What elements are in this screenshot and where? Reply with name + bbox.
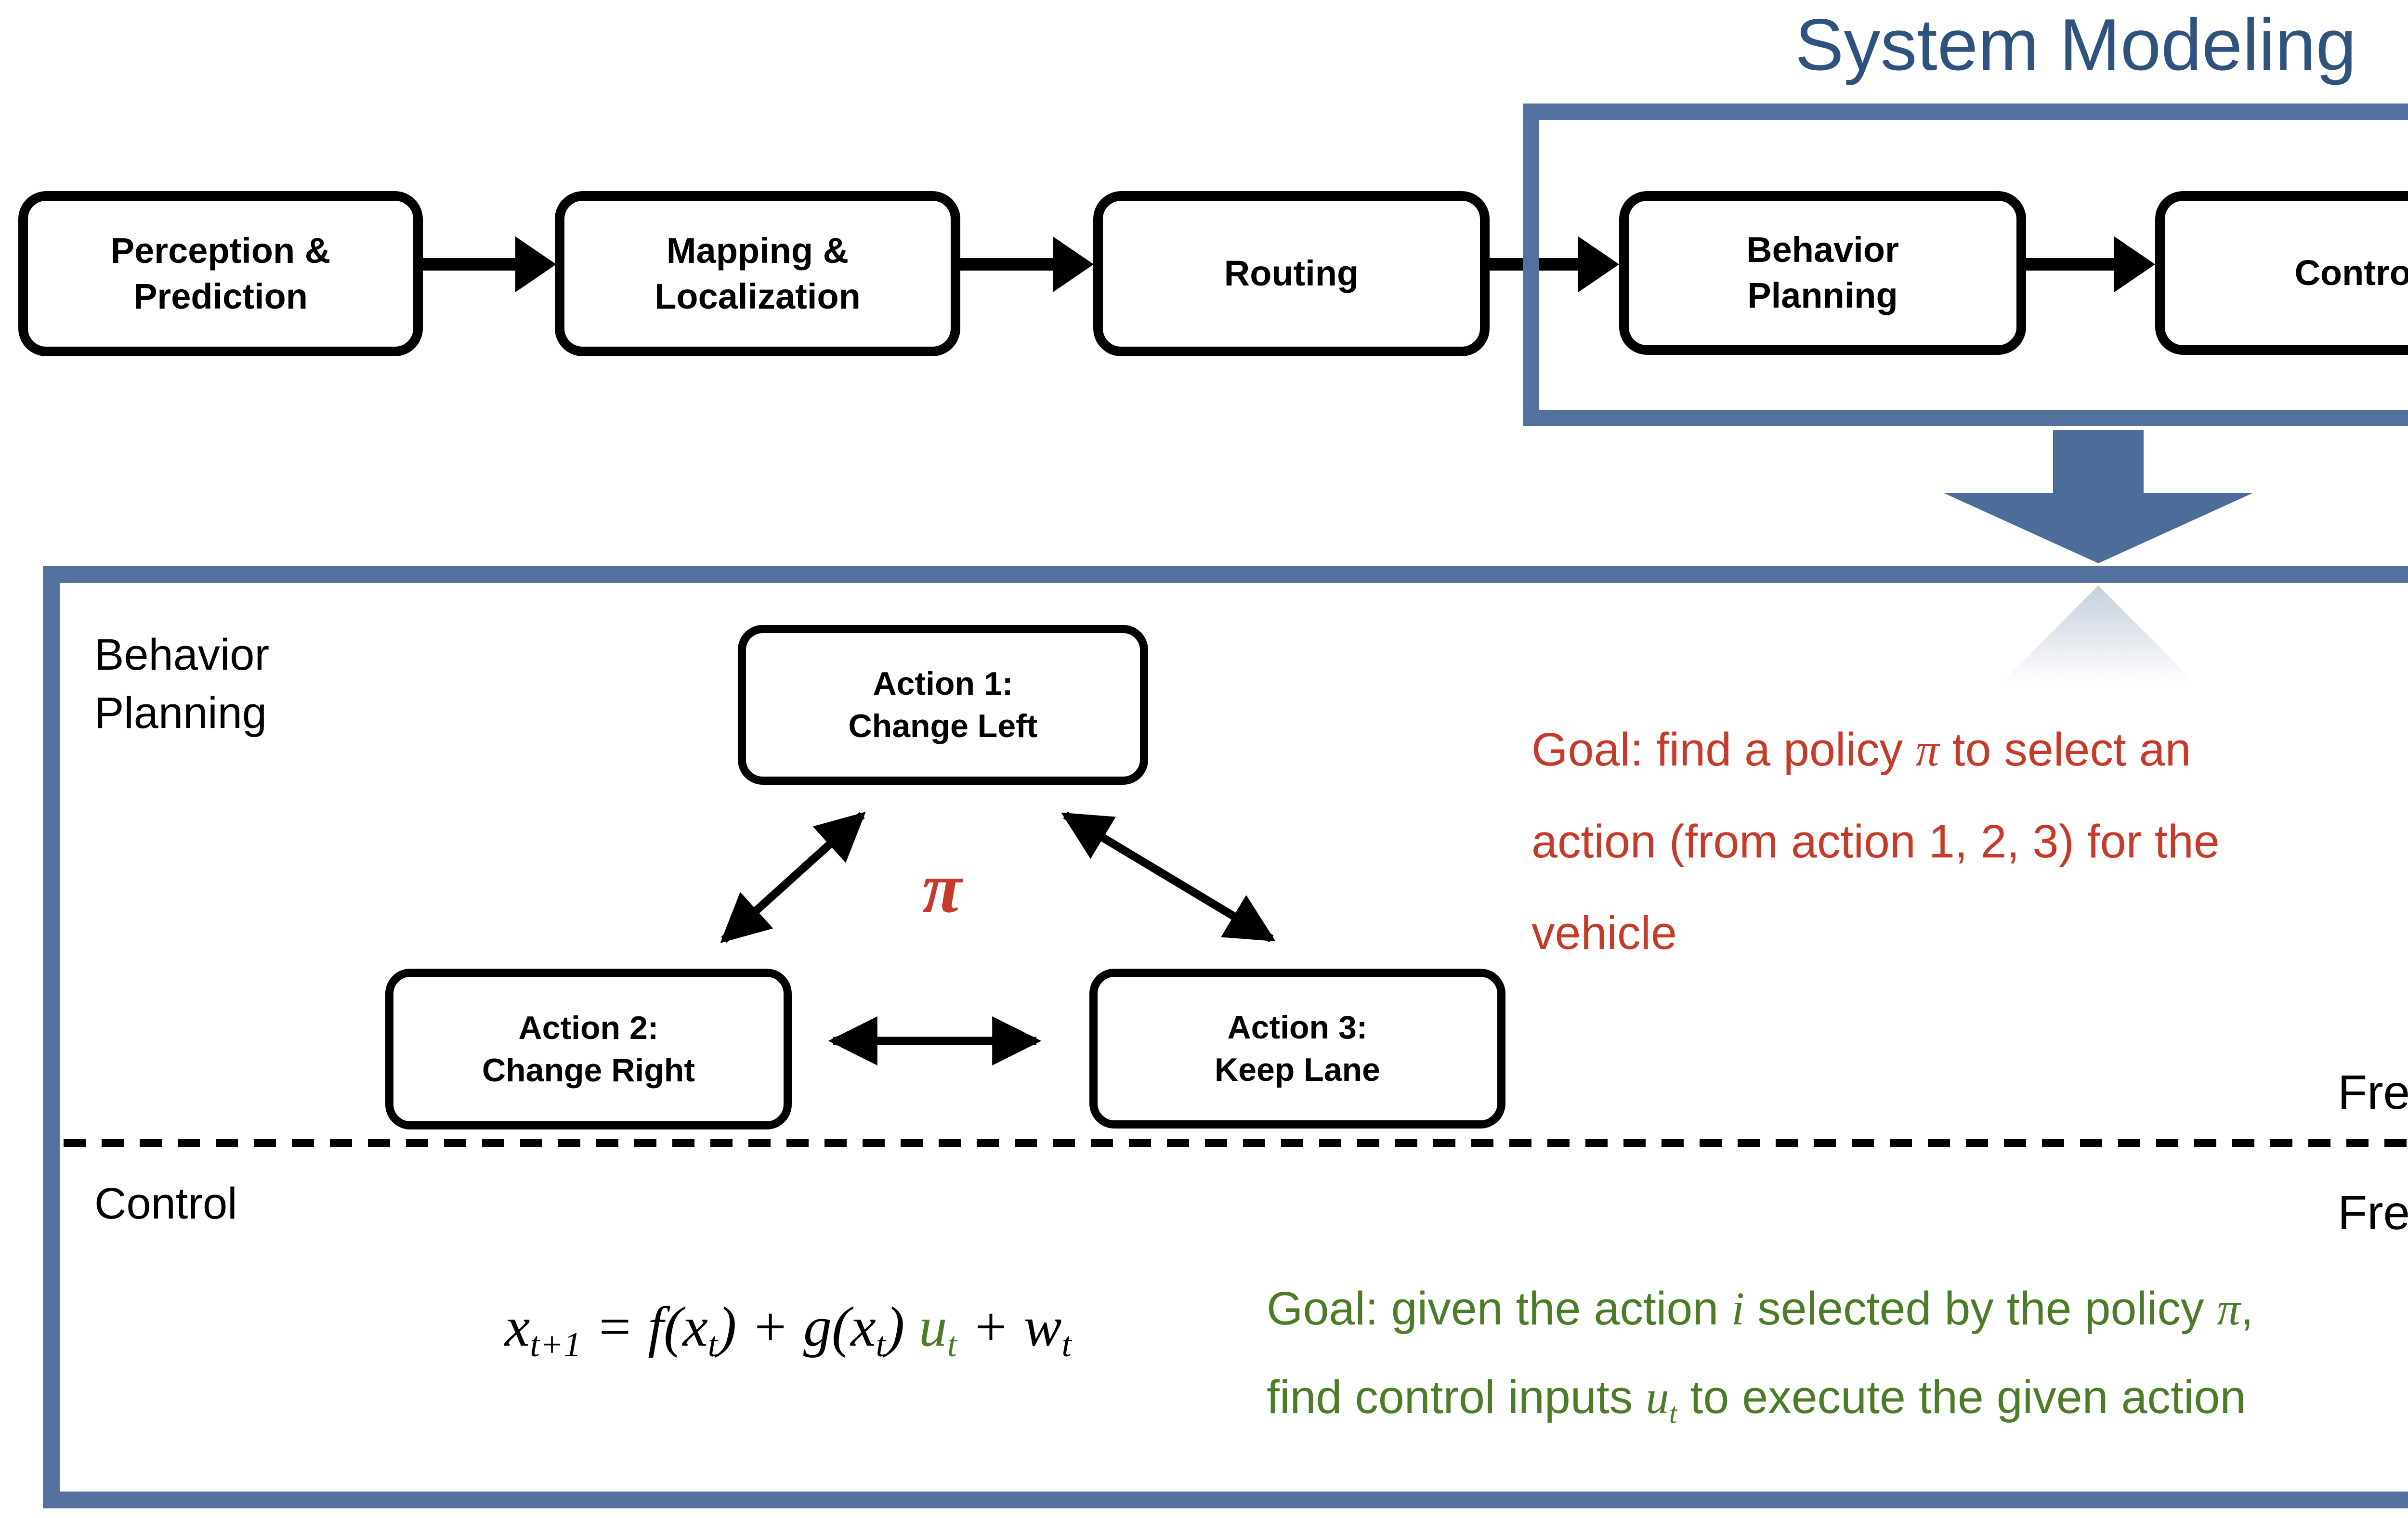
eq-sub-t4-green: t bbox=[947, 1324, 957, 1364]
eq-f: f(x bbox=[648, 1295, 708, 1358]
frequency1-label: Frequency 1 bbox=[2338, 1065, 2408, 1119]
control-goal-u: u bbox=[1646, 1372, 1669, 1423]
pipeline-box-perception-label: Perception & Prediction bbox=[110, 230, 331, 316]
action2-label: Action 2: Change Right bbox=[482, 1009, 695, 1089]
control-goal-text: Goal: given the action i selected by the… bbox=[1267, 1282, 2408, 1430]
eq-plus: + bbox=[957, 1295, 1024, 1358]
double-arrow-action1-action3-icon bbox=[1061, 811, 1276, 943]
pipeline-box-mapping: Mapping & Localization bbox=[555, 191, 960, 356]
eq-sub-t1: t+1 bbox=[530, 1324, 581, 1364]
control-goal-line1-c: , bbox=[2240, 1282, 2254, 1335]
behavior-goal-line3: vehicle bbox=[1531, 907, 1677, 959]
behavior-planning-section-label: Behavior Planning bbox=[94, 630, 270, 738]
behavior-goal-line1-b: to select an bbox=[1939, 723, 2191, 776]
pipeline-box-control-label: Control bbox=[2294, 252, 2408, 293]
eq-u-green: u bbox=[918, 1295, 947, 1358]
action1-label: Action 1: Change Left bbox=[848, 665, 1038, 744]
control-goal-pi: π bbox=[2217, 1283, 2241, 1335]
control-goal-line1-b: selected by the policy bbox=[1744, 1282, 2217, 1335]
down-block-arrow-reflection bbox=[2001, 585, 2196, 684]
pipeline-box-routing: Routing bbox=[1093, 191, 1490, 356]
behavior-goal-line1: Goal: find a policy π to select an bbox=[1531, 704, 2408, 796]
action1-box: Action 1: Change Left bbox=[738, 625, 1148, 785]
control-goal-i: i bbox=[1731, 1283, 1745, 1335]
control-goal-line2-a: find control inputs bbox=[1267, 1371, 1646, 1423]
action3-box: Action 3: Keep Lane bbox=[1089, 969, 1505, 1129]
control-goal-line2-b: to execute the given action bbox=[1677, 1371, 2246, 1423]
pipeline-box-perception: Perception & Prediction bbox=[18, 191, 423, 356]
eq-w: w bbox=[1023, 1295, 1062, 1358]
double-arrow-action1-action2-icon bbox=[720, 812, 866, 943]
eq-sub-t3: t bbox=[876, 1324, 886, 1364]
behavior-goal-pi: π bbox=[1915, 724, 1939, 776]
eq-sub-t2: t bbox=[707, 1324, 718, 1364]
control-goal-line1-a: Goal: given the action bbox=[1267, 1282, 1732, 1335]
control-goal-line2: find control inputs ut to execute the gi… bbox=[1267, 1370, 2408, 1430]
behavior-goal-line2: action (from action 1, 2, 3) for the bbox=[1531, 815, 2220, 868]
action2-box: Action 2: Change Right bbox=[385, 969, 792, 1129]
flow-arrow-mapping-to-routing-icon bbox=[943, 236, 1094, 292]
detail-frame bbox=[43, 566, 2408, 1508]
eq-equals: = bbox=[581, 1295, 648, 1358]
control-goal-line1: Goal: given the action i selected by the… bbox=[1267, 1282, 2408, 1336]
control-section-label: Control bbox=[94, 1179, 237, 1228]
eq-close: ) bbox=[886, 1295, 919, 1358]
pipeline-box-routing-label: Routing bbox=[1224, 253, 1359, 294]
flow-arrow-perception-to-mapping-icon bbox=[406, 236, 556, 292]
pipeline-box-behavior-planning-label: Behavior Planning bbox=[1746, 230, 1899, 315]
flow-arrow-behavior-to-control-icon bbox=[2009, 236, 2155, 292]
system-modeling-frame bbox=[1523, 104, 2408, 426]
eq-g: ) + g(x bbox=[718, 1295, 876, 1358]
eq-sub-t5: t bbox=[1061, 1324, 1072, 1364]
policy-pi-symbol: π bbox=[922, 848, 962, 928]
behavior-goal-line1-a: Goal: find a policy bbox=[1531, 723, 1916, 776]
eq-x: x bbox=[505, 1295, 530, 1358]
action3-label: Action 3: Keep Lane bbox=[1215, 1009, 1380, 1088]
frequency2-label: Frequency 2 bbox=[2338, 1186, 2408, 1240]
down-block-arrow-icon bbox=[1944, 430, 2253, 563]
pipeline-box-behavior-planning: Behavior Planning bbox=[1619, 191, 2026, 355]
system-modeling-title: System Modeling bbox=[1795, 4, 2356, 86]
pipeline-box-control: Control bbox=[2155, 191, 2408, 355]
dynamics-equation: xt+1 = f(xt) + g(xt) ut + wt bbox=[505, 1294, 1072, 1365]
control-goal-u-sub: t bbox=[1669, 1397, 1677, 1430]
behavior-goal-text: Goal: find a policy π to select an actio… bbox=[1531, 704, 2408, 979]
pipeline-box-mapping-label: Mapping & Localization bbox=[654, 230, 861, 316]
